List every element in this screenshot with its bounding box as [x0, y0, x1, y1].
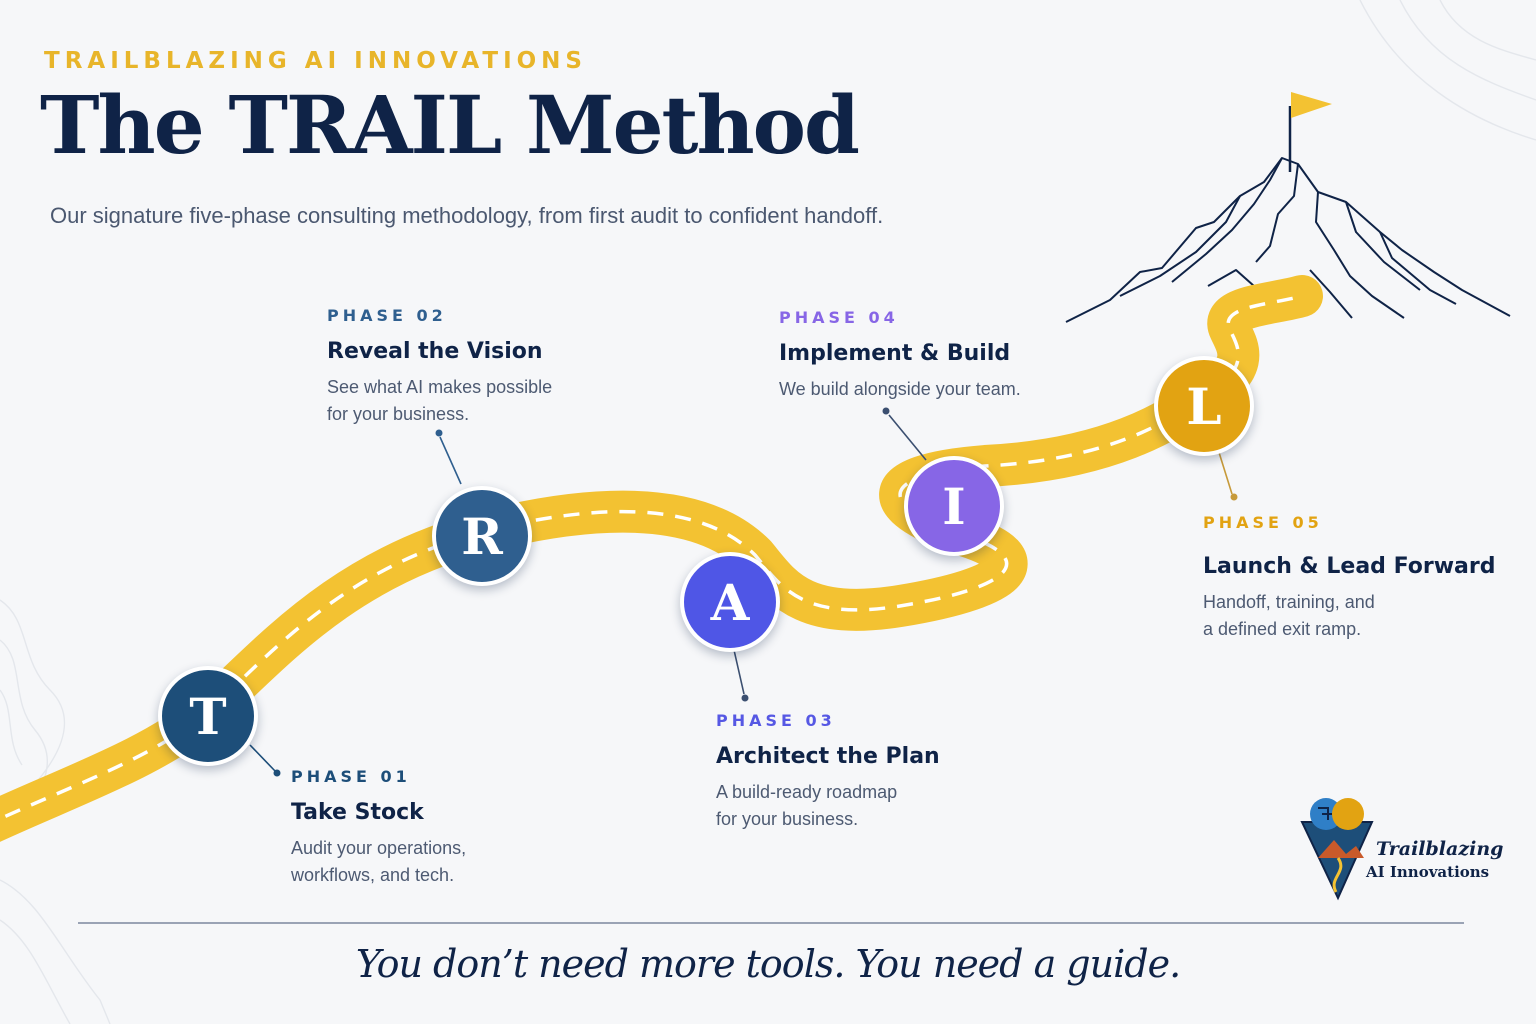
phase-description-line: See what AI makes possible	[327, 377, 553, 397]
leader-dot-l	[1230, 493, 1238, 501]
leader-dot-a	[741, 694, 749, 702]
leader-line-i	[888, 414, 927, 461]
phase-label: PHASE 04	[779, 308, 899, 327]
footer-divider	[78, 922, 1464, 924]
badge-r: R	[432, 486, 532, 586]
phase-description: We build alongside your team.	[779, 376, 1021, 403]
page-title: The TRAIL Method	[40, 78, 860, 172]
summit-flag	[1291, 92, 1332, 118]
leader-lines	[249, 407, 1238, 777]
phase-02: PHASE 02 Reveal the Vision See what AI m…	[327, 306, 552, 428]
leader-line-a	[733, 649, 745, 695]
phase-label: PHASE 01	[291, 767, 411, 786]
logo-mountain-icon	[1318, 840, 1364, 858]
leader-dot-r	[435, 429, 443, 437]
phase-title: Implement & Build	[779, 341, 1011, 366]
company-logo	[1300, 798, 1374, 901]
mountain-illustration	[1065, 106, 1511, 323]
phase-description-line: a defined exit ramp.	[1203, 619, 1362, 639]
logo-subtitle: AI Innovations	[1366, 863, 1490, 881]
phase-04: PHASE 04 Implement & Build We build alon…	[779, 308, 1021, 403]
phase-03: PHASE 03 Architect the Plan A build-read…	[716, 711, 940, 833]
phase-description-line: for your business.	[327, 404, 470, 424]
leader-dot-i	[882, 407, 890, 415]
logo-circuit-icon	[1318, 807, 1332, 820]
phase-01: PHASE 01 Take Stock Audit your operation…	[291, 767, 466, 889]
leader-line-t	[249, 744, 277, 773]
leader-line-l	[1216, 445, 1233, 495]
phase-label: PHASE 05	[1203, 513, 1323, 532]
logo-shield-icon	[1300, 821, 1374, 901]
phase-description-line: workflows, and tech.	[291, 865, 455, 885]
eyebrow-label: TRAILBLAZING AI INNOVATIONS	[44, 48, 587, 74]
badge-l: L	[1154, 356, 1254, 456]
phase-description-line: Audit your operations,	[291, 838, 467, 858]
phase-title: Architect the Plan	[716, 744, 940, 769]
phase-description: See what AI makes possible for your busi…	[327, 374, 552, 428]
leader-line-r	[439, 436, 462, 485]
badge-i: I	[904, 456, 1004, 556]
logo-brain-right-icon	[1332, 798, 1364, 830]
phase-description: Handoff, training, and a defined exit ra…	[1203, 589, 1495, 643]
phase-05: PHASE 05 Launch & Lead Forward Handoff, …	[1203, 513, 1495, 643]
logo-trail-icon	[1332, 857, 1343, 893]
phase-description-line: Handoff, training, and	[1203, 592, 1375, 612]
page-subtitle: Our signature five-phase consulting meth…	[50, 203, 884, 228]
phase-title: Launch & Lead Forward	[1203, 554, 1496, 579]
badge-t: T	[158, 666, 258, 766]
phase-description-line: A build-ready roadmap	[716, 782, 898, 802]
phase-title: Reveal the Vision	[327, 339, 543, 364]
tagline: You don’t need more tools. You need a gu…	[355, 942, 1181, 986]
phase-description: A build-ready roadmap for your business.	[716, 779, 940, 833]
phase-description-line: for your business.	[716, 809, 859, 829]
leader-dot-t	[273, 769, 281, 777]
badge-a: A	[680, 552, 780, 652]
phase-label: PHASE 02	[327, 306, 447, 325]
phase-label: PHASE 03	[716, 711, 836, 730]
logo-name: Trailblazing	[1376, 838, 1504, 860]
phase-title: Take Stock	[291, 800, 424, 825]
phase-description: Audit your operations, workflows, and te…	[291, 835, 466, 889]
phase-description-line: We build alongside your team.	[779, 379, 1021, 399]
